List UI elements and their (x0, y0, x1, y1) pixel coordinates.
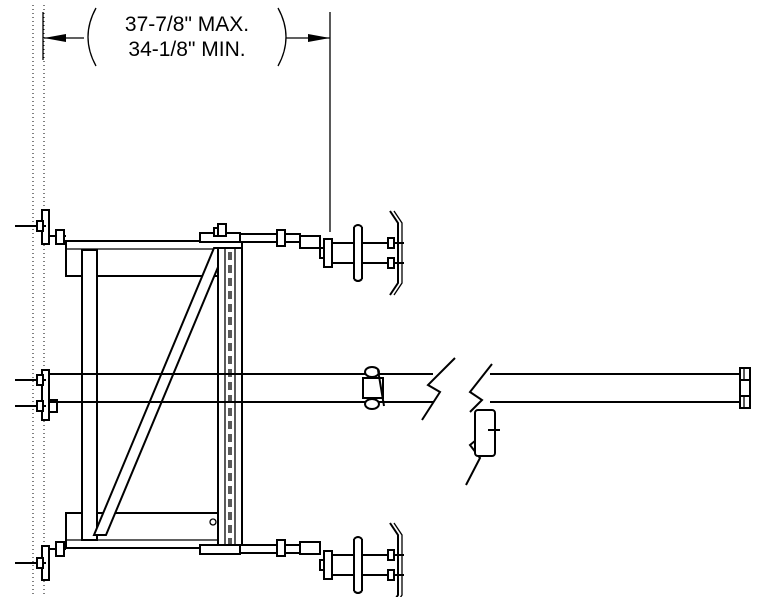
top-plate (199, 223, 321, 249)
wall-line (32, 5, 45, 597)
main-arm (49, 367, 751, 409)
dimension-max-label: 37-7/8" MAX. (125, 13, 249, 36)
frame-vertical-post (81, 249, 98, 541)
upper-clamp-assembly (319, 210, 405, 296)
dimension-min-label: 34-1/8" MIN. (128, 38, 245, 61)
wall-bracket-bottom (15, 541, 66, 581)
wall-bracket-top (15, 209, 66, 245)
bottom-plate (199, 539, 321, 557)
wall-bracket-middle (15, 369, 58, 421)
vertical-channel (217, 247, 243, 549)
diagonal-brace (92, 247, 228, 536)
lower-clamp-assembly (319, 522, 405, 597)
dimension-line (42, 7, 331, 232)
break-symbol (421, 357, 500, 486)
arm-clamp (362, 366, 385, 410)
